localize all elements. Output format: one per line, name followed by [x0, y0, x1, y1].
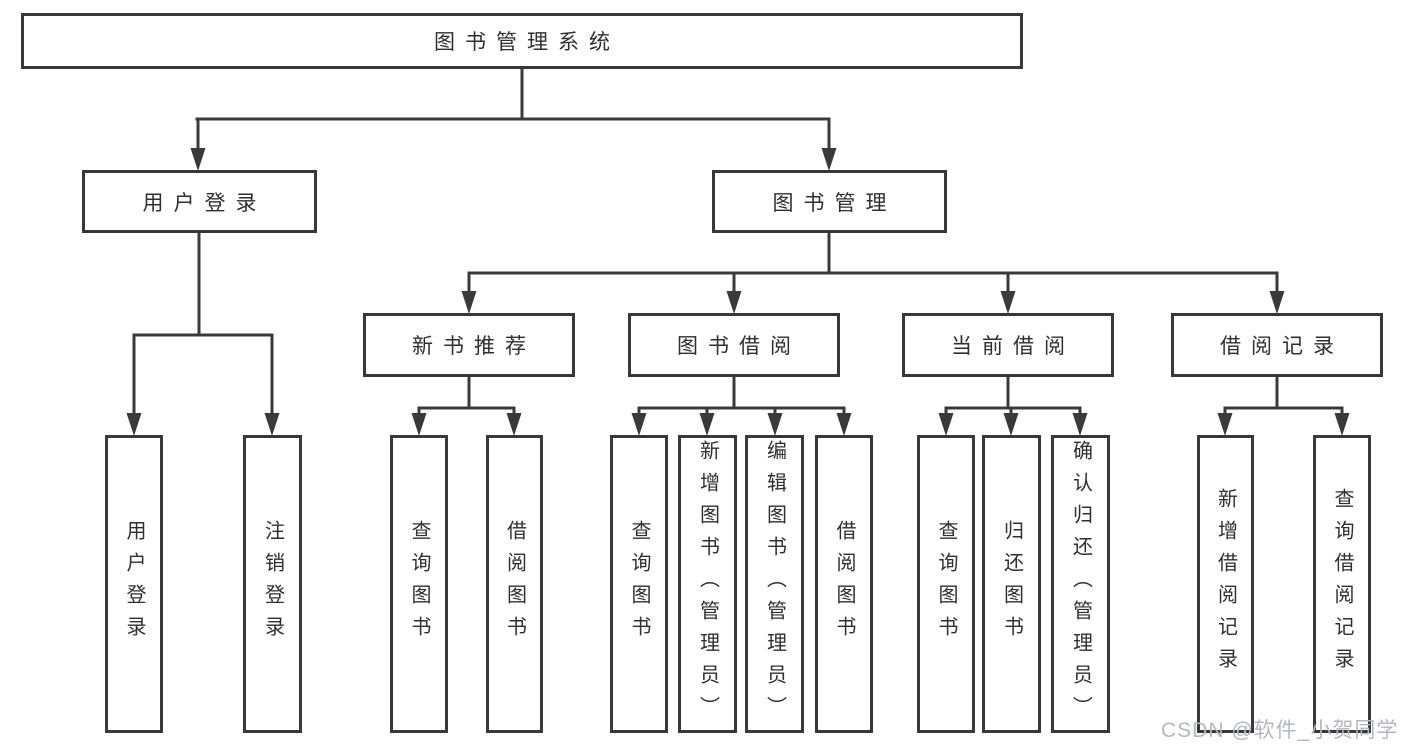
node-label: 图书借阅: [677, 335, 801, 358]
leaf-query-books-recommend: 查询图书: [390, 435, 448, 733]
node-label: 借阅图书: [503, 520, 526, 648]
node-label: 编辑图书（管理员）: [763, 440, 786, 728]
node-new-book-recommend: 新书推荐: [363, 313, 575, 377]
node-label: 图书管理系统: [434, 31, 620, 54]
node-book-borrow: 图书借阅: [628, 313, 840, 377]
node-label: 查询图书: [628, 520, 650, 648]
node-label: 用户登录: [123, 520, 145, 648]
leaf-query-borrow-record: 查询借阅记录: [1313, 435, 1371, 733]
node-label: 新书推荐: [412, 335, 536, 358]
node-label: 借阅记录: [1220, 335, 1344, 358]
node-label: 归还图书: [1000, 520, 1023, 648]
leaf-confirm-return-admin: 确认归还（管理员）: [1051, 435, 1110, 733]
node-label: 查询借阅记录: [1331, 488, 1353, 680]
leaf-return-book: 归还图书: [982, 435, 1041, 733]
node-label: 确认归还（管理员）: [1069, 440, 1092, 728]
node-root-library-system: 图书管理系统: [21, 13, 1023, 69]
node-label: 图书管理: [772, 191, 897, 215]
node-label: 新增借阅记录: [1214, 488, 1237, 680]
node-label: 当前借阅: [951, 335, 1075, 358]
leaf-logout: 注销登录: [243, 435, 302, 733]
node-user-login-branch: 用户登录: [82, 170, 317, 233]
node-current-borrow: 当前借阅: [902, 313, 1114, 377]
leaf-borrow-books-recommend: 借阅图书: [486, 435, 543, 733]
node-label: 注销登录: [261, 520, 284, 648]
leaf-query-books-borrow: 查询图书: [610, 435, 668, 733]
leaf-borrow-books: 借阅图书: [815, 435, 873, 733]
node-label: 查询图书: [935, 520, 957, 648]
node-label: 查询图书: [408, 520, 430, 648]
node-book-management-branch: 图书管理: [712, 170, 947, 233]
leaf-user-login: 用户登录: [105, 435, 163, 733]
csdn-watermark: CSDN @软件_小贺同学: [1161, 719, 1399, 742]
node-label: 用户登录: [142, 191, 267, 215]
leaf-edit-book-admin: 编辑图书（管理员）: [745, 435, 804, 733]
node-label: 借阅图书: [833, 520, 855, 648]
leaf-add-book-admin: 新增图书（管理员）: [678, 435, 737, 733]
leaf-query-books-current: 查询图书: [917, 435, 975, 733]
node-borrow-records: 借阅记录: [1171, 313, 1383, 377]
leaf-add-borrow-record: 新增借阅记录: [1197, 435, 1254, 733]
node-label: 新增图书（管理员）: [696, 440, 719, 728]
